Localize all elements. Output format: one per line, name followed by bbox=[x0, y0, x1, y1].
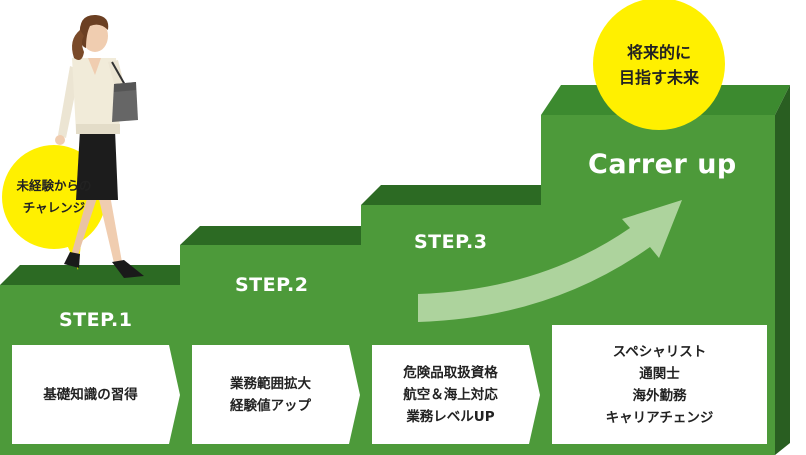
step4-item-4: キャリアチェンジ bbox=[605, 409, 714, 426]
step4-item-2: 通関士 bbox=[639, 365, 680, 382]
step3-label: STEP.3 bbox=[414, 231, 488, 253]
staircase-side bbox=[775, 85, 790, 455]
step1-top bbox=[0, 265, 180, 285]
step2-item-1: 業務範囲拡大 bbox=[230, 375, 311, 392]
step4-item-1: スペシャリスト bbox=[612, 343, 707, 360]
step3-top bbox=[361, 185, 541, 205]
step3-box: 危険品取扱資格 航空＆海上対応 業務レベルUP bbox=[372, 345, 529, 444]
bubble-goal-text: 将来的に 目指す未来 bbox=[600, 40, 718, 90]
step2-label: STEP.2 bbox=[235, 274, 309, 296]
growth-arrow bbox=[418, 200, 682, 322]
bubble-start-line-2: チャレンジ bbox=[22, 200, 86, 215]
businesswoman-icon bbox=[55, 14, 144, 278]
step2-box: 業務範囲拡大 経験値アップ bbox=[192, 345, 349, 444]
bubble-goal-circle bbox=[593, 0, 725, 130]
bubble-start-text: 未経験からの チャレンジ bbox=[4, 173, 104, 221]
step4-item-3: 海外勤務 bbox=[632, 387, 687, 404]
step4-box: スペシャリスト 通関士 海外勤務 キャリアチェンジ bbox=[552, 325, 767, 444]
step4-box-bg bbox=[552, 325, 767, 444]
bubble-goal-line-1: 将来的に bbox=[626, 43, 691, 62]
step2-item-2: 経験値アップ bbox=[230, 397, 311, 414]
step3-item-1: 危険品取扱資格 bbox=[403, 364, 498, 381]
step2-box-bg bbox=[192, 345, 360, 444]
step2-top bbox=[180, 226, 361, 245]
step1-box: 基礎知識の習得 bbox=[12, 345, 169, 444]
step3-box-bg bbox=[372, 345, 540, 444]
step1-box-bg bbox=[12, 345, 180, 444]
step1-item-1: 基礎知識の習得 bbox=[43, 386, 138, 403]
goal-heading: Carrer up bbox=[588, 149, 737, 180]
bubble-goal-line-2: 目指す未来 bbox=[618, 68, 699, 87]
step3-item-3: 業務レベルUP bbox=[406, 408, 495, 425]
step3-item-2: 航空＆海上対応 bbox=[403, 386, 498, 403]
step1-label: STEP.1 bbox=[59, 309, 133, 331]
bubble-start-line-1: 未経験からの bbox=[16, 178, 92, 193]
